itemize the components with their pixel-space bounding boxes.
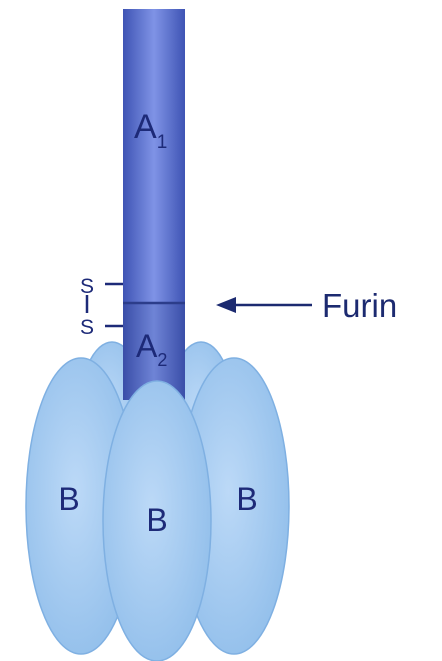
disulfide-bond: S S: [80, 275, 123, 339]
furin-label: Furin: [322, 287, 397, 324]
b-label-left: B: [58, 481, 79, 517]
a2-label-subscript: 2: [157, 350, 167, 370]
furin-arrowhead-icon: [216, 297, 236, 313]
furin-pointer: Furin: [216, 287, 397, 324]
a1-fragment: [123, 9, 185, 302]
a1-label-subscript: 1: [157, 132, 168, 153]
b-label-center: B: [146, 502, 167, 538]
a1-label-letter: A: [134, 108, 157, 146]
b-label-right: B: [236, 481, 257, 517]
a2-label-letter: A: [136, 328, 158, 364]
sulfur-label-lower: S: [80, 316, 94, 339]
sulfur-label-upper: S: [80, 275, 94, 298]
